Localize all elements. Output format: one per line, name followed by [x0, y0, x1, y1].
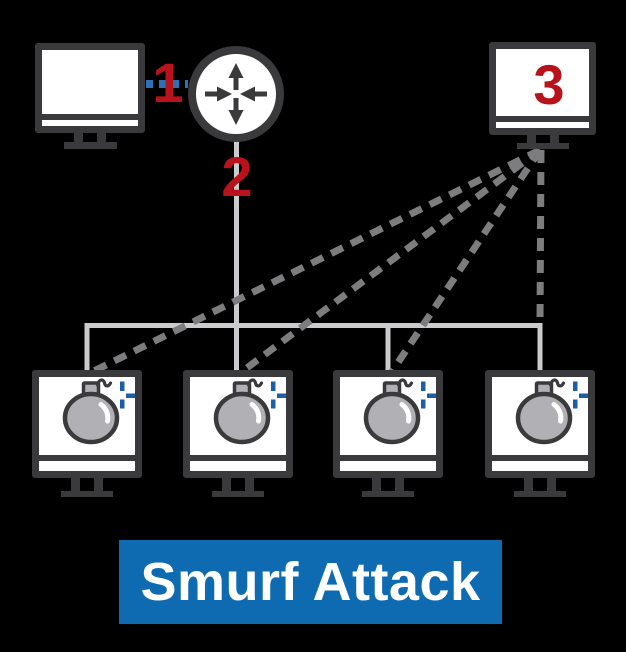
spark-icon: [573, 381, 588, 409]
monitor-chin-divider: [42, 114, 138, 120]
monitor-chin-divider: [190, 455, 286, 461]
router: [187, 45, 284, 142]
monitor-chin-divider: [340, 455, 436, 461]
amplifier-computer-3: [333, 370, 443, 497]
bomb-icon: [213, 378, 286, 445]
diagram-title-banner: Smurf Attack: [119, 540, 502, 624]
amplifier-computer-1: [32, 370, 142, 497]
monitor-chin-divider: [39, 455, 135, 461]
reply-line-4: [536, 149, 545, 325]
reply-line-2: [237, 147, 543, 376]
desktop-monitor-icon: [32, 370, 142, 478]
victim-computer: [489, 42, 596, 149]
reply-line-1: [88, 146, 542, 377]
monitor-stand-base: [61, 491, 113, 497]
step-2-label: 2: [221, 145, 253, 208]
monitor-stand: [372, 478, 404, 491]
monitor-stand-base: [212, 491, 264, 497]
spark-icon: [271, 381, 286, 409]
monitor-stand: [526, 135, 559, 143]
monitor-stand: [71, 478, 103, 491]
desktop-monitor-icon: [485, 370, 595, 478]
monitor-stand-base: [516, 143, 569, 149]
desktop-monitor-icon: [333, 370, 443, 478]
diagram-title: Smurf Attack: [140, 552, 481, 612]
desktop-monitor-icon: [183, 370, 293, 478]
step-1-label: 1: [152, 51, 184, 114]
monitor-stand: [524, 478, 556, 491]
monitor-chin-divider: [492, 455, 588, 461]
bomb-icon: [515, 378, 588, 445]
bomb-icon: [62, 378, 135, 445]
monitor-stand-base: [362, 491, 414, 497]
broadcast-bus-line: [84, 323, 543, 371]
amplifier-computer-4: [485, 370, 595, 497]
attacker-computer: [35, 43, 145, 149]
amplifier-computer-2: [183, 370, 293, 497]
circle-four-arrows-icon: [204, 62, 267, 125]
step-3-label: 3: [533, 53, 565, 116]
desktop-monitor-icon: [489, 42, 596, 135]
monitor-stand: [74, 133, 106, 142]
reply-line-3: [388, 148, 543, 375]
spark-icon: [120, 381, 135, 409]
monitor-stand: [222, 478, 254, 491]
desktop-monitor-icon: [35, 43, 145, 133]
monitor-stand-base: [514, 491, 566, 497]
monitor-stand-base: [63, 142, 117, 149]
bomb-icon: [363, 378, 436, 445]
spark-icon: [421, 381, 436, 409]
monitor-chin-divider: [496, 116, 589, 122]
